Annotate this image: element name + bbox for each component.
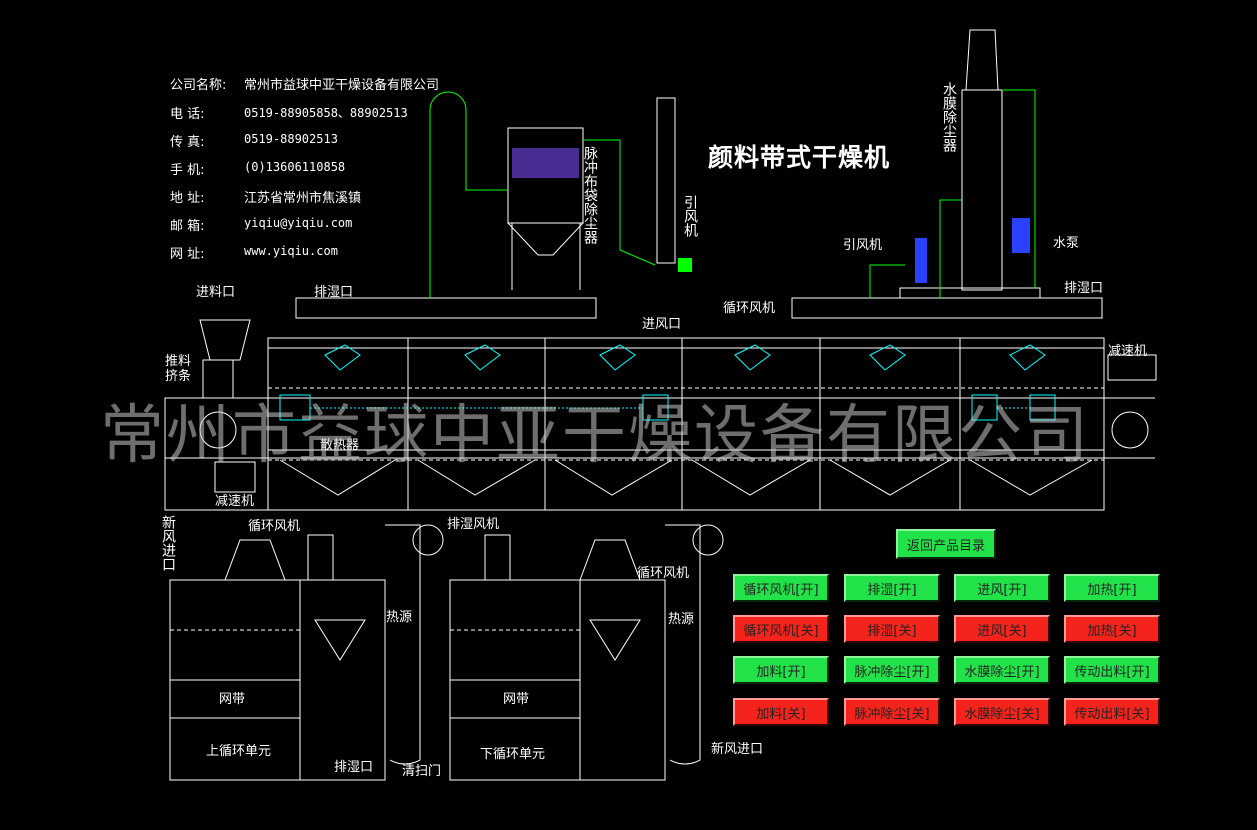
fax-label: 传 真:	[170, 135, 205, 150]
air-inlet-off-button[interactable]: 进风[关]	[954, 615, 1050, 643]
label-dehumid-outlet-left: 排湿口	[314, 285, 354, 300]
email-label: 邮 箱:	[170, 219, 205, 234]
air-inlet-on-button[interactable]: 进风[开]	[954, 574, 1050, 602]
address-label: 地 址:	[170, 191, 205, 206]
company-name-value: 常州市益球中亚干燥设备有限公司	[244, 78, 440, 93]
label-mesh-belt-r: 网带	[503, 692, 530, 707]
drive-discharge-on-button[interactable]: 传动出料[开]	[1064, 656, 1160, 684]
heating-off-button[interactable]: 加热[关]	[1064, 615, 1160, 643]
label-induced-fan-top: 引风机	[682, 195, 698, 237]
label-dehumid-outlet-bottom: 排湿口	[334, 760, 374, 775]
feeding-on-button[interactable]: 加料[开]	[733, 656, 829, 684]
label-dehumid-outlet-right: 排湿口	[1064, 281, 1104, 296]
label-feed-inlet: 进料口	[196, 285, 236, 300]
page-title: 颜料带式干燥机	[708, 143, 891, 172]
label-pulse-bag-filter: 脉冲布袋除尘器	[582, 146, 598, 244]
label-reducer-bottom: 减速机	[215, 494, 255, 509]
phone-value: 0519-88905858、88902513	[244, 106, 408, 120]
pulse-dust-on-button[interactable]: 脉冲除尘[开]	[844, 656, 940, 684]
label-heat-source-l: 热源	[386, 610, 413, 625]
pulse-dust-off-button[interactable]: 脉冲除尘[关]	[844, 698, 940, 726]
label-dehumid-fan: 排湿风机	[447, 517, 500, 532]
watermark-text: 常州市益球中亚干燥设备有限公司	[100, 399, 1090, 473]
heating-on-button[interactable]: 加热[开]	[1064, 574, 1160, 602]
mobile-value: (0)13606110858	[244, 160, 346, 174]
label-circulating-fan-l: 循环风机	[248, 519, 301, 534]
drive-discharge-off-button[interactable]: 传动出料[关]	[1064, 698, 1160, 726]
label-water-film-dust: 水膜除尘器	[941, 82, 957, 152]
feeding-off-button[interactable]: 加料[关]	[733, 698, 829, 726]
label-air-inlet: 进风口	[642, 317, 682, 332]
circulating-fan-on-button[interactable]: 循环风机[开]	[733, 574, 829, 602]
phone-label: 电 话:	[170, 107, 205, 122]
label-heat-source-r: 热源	[668, 612, 695, 627]
label-circulating-fan-r: 循环风机	[637, 566, 690, 581]
water-film-dust-off-button[interactable]: 水膜除尘[关]	[954, 698, 1050, 726]
label-circulating-fan-top: 循环风机	[723, 301, 776, 316]
label-push-extrude: 推料挤条	[165, 354, 192, 384]
label-lower-unit: 下循环单元	[480, 747, 546, 762]
label-mesh-belt-l: 网带	[219, 692, 246, 707]
fax-value: 0519-88902513	[244, 132, 338, 146]
dehumid-on-button[interactable]: 排湿[开]	[844, 574, 940, 602]
label-clean-door: 清扫门	[402, 764, 442, 779]
address-value: 江苏省常州市焦溪镇	[244, 191, 362, 206]
label-water-pump: 水泵	[1053, 236, 1080, 251]
company-name-label: 公司名称:	[170, 78, 227, 93]
email-value: yiqiu@yiqiu.com	[244, 216, 353, 230]
label-induced-fan-right: 引风机	[843, 238, 883, 253]
label-radiator: 散热器	[320, 438, 360, 453]
website-label: 网 址:	[170, 247, 205, 262]
label-fresh-air-inlet-right: 新风进口	[711, 742, 764, 757]
label-upper-unit: 上循环单元	[206, 744, 272, 759]
dehumid-off-button[interactable]: 排湿[关]	[844, 615, 940, 643]
label-fresh-air-inlet-left: 新风进口	[160, 515, 176, 571]
back-to-catalog-button[interactable]: 返回产品目录	[896, 529, 996, 559]
website-value: www.yiqiu.com	[244, 244, 338, 258]
circulating-fan-off-button[interactable]: 循环风机[关]	[733, 615, 829, 643]
label-reducer-right: 减速机	[1108, 344, 1148, 359]
water-film-dust-on-button[interactable]: 水膜除尘[开]	[954, 656, 1050, 684]
mobile-label: 手 机:	[170, 163, 205, 178]
